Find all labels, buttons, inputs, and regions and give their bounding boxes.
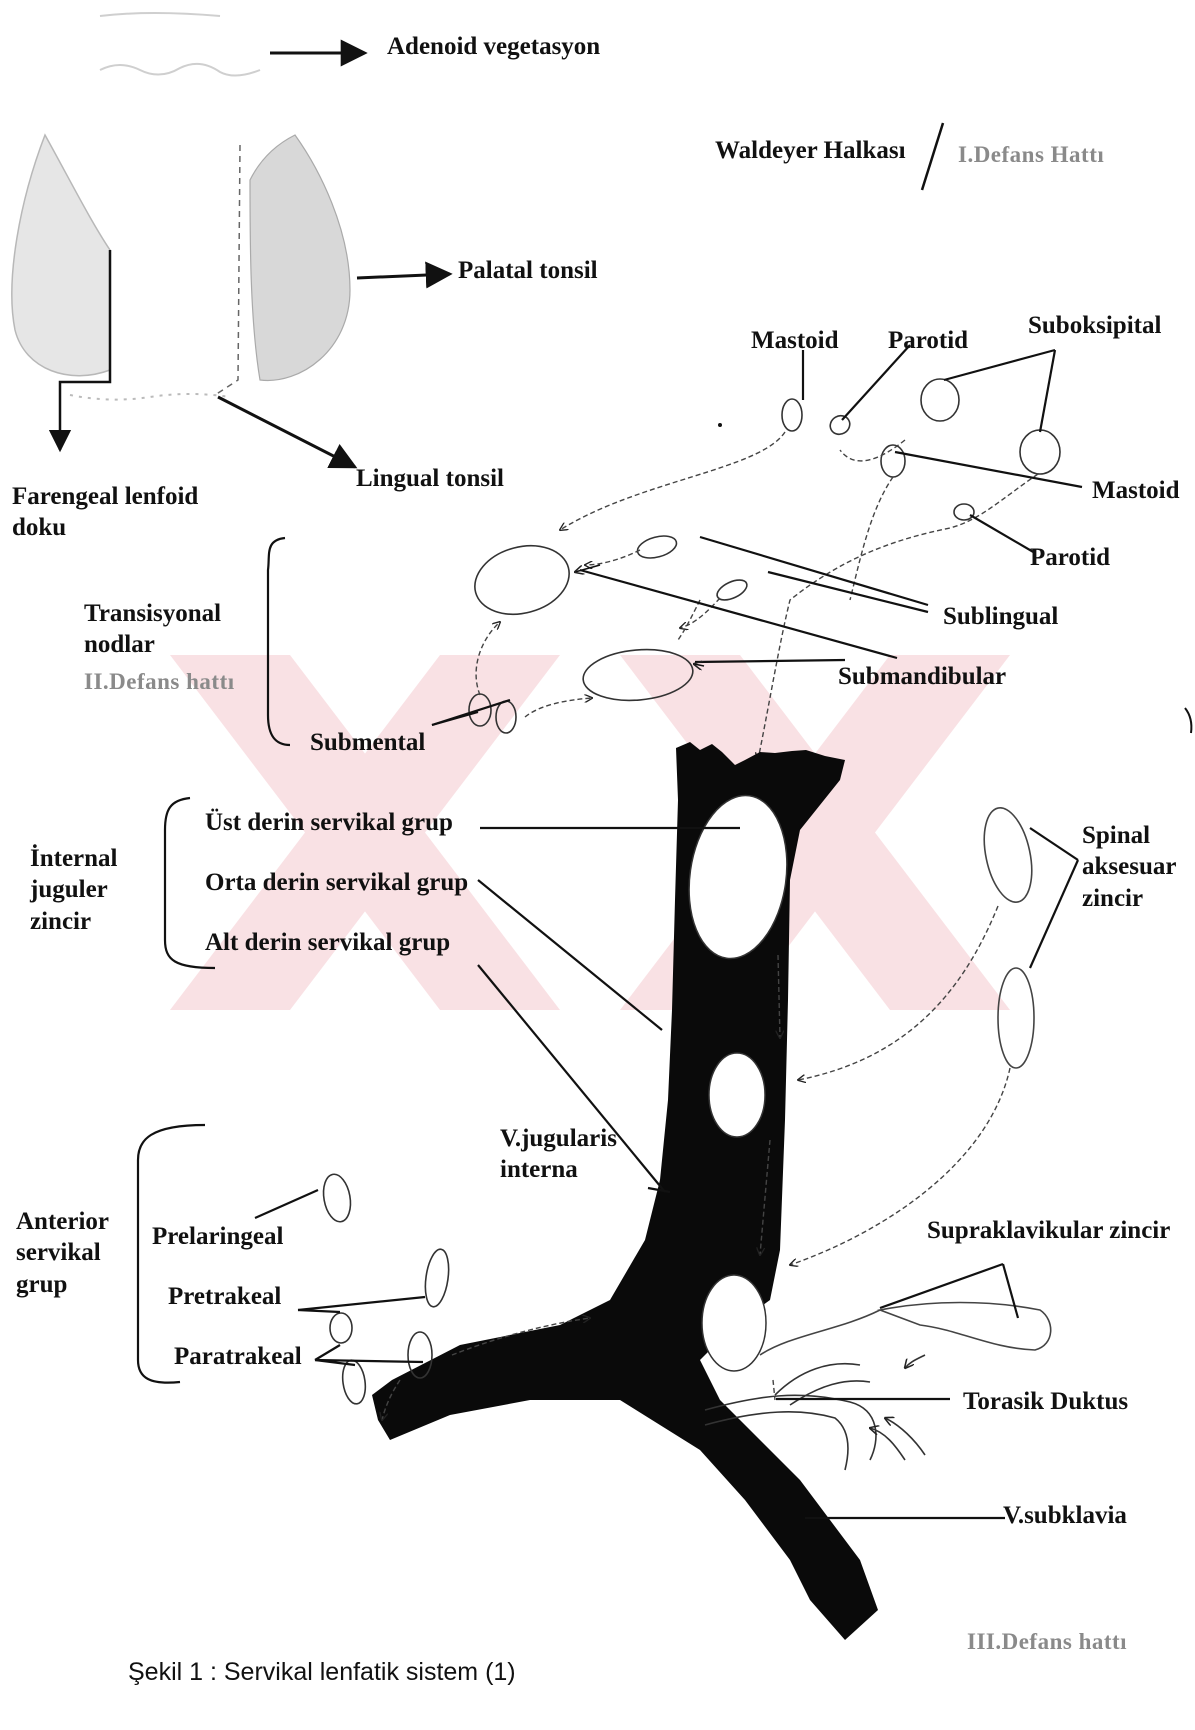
thoracic-duct-label: Torasik Duktus — [963, 1389, 1128, 1414]
parotid-right-label: Parotid — [1030, 545, 1110, 570]
supraclavicular-label: Supraklavikular zincir — [927, 1218, 1170, 1243]
pharynx-outline — [215, 145, 240, 395]
submandibular-label: Submandibular — [838, 664, 1006, 689]
upper-deep-cervical-label: Üst derin servikal grup — [205, 810, 453, 835]
anterior-pointer-lines — [255, 1190, 425, 1365]
third-defense-line: III.Defans hattı — [967, 1630, 1127, 1653]
parotid-top-label: Parotid — [888, 328, 968, 353]
palatal-tonsil-label: Palatal tonsil — [458, 258, 598, 283]
adenoid-label: Adenoid vegetasyon — [387, 34, 600, 59]
internal-jugular-title: İnternal juguler zincir — [30, 843, 118, 937]
edge-mark — [1185, 708, 1191, 733]
adenoid-sketch — [100, 13, 260, 76]
jugular-vein-label: V.jugularis interna — [500, 1123, 617, 1186]
left-tonsil-shape — [12, 135, 110, 376]
waldeyer-divider — [922, 123, 943, 190]
second-defense-line: II.Defans hattı — [84, 670, 235, 693]
transitional-nodes-title: Transisyonal nodlar — [84, 598, 221, 661]
lingual-arrow — [218, 397, 355, 467]
first-defense-line: I.Defans Hattı — [958, 143, 1104, 166]
duct-flow-arrows — [870, 1355, 925, 1460]
spinal-accessory-nodes — [977, 803, 1040, 1068]
sublingual-label: Sublingual — [943, 604, 1058, 629]
palatal-arrow — [357, 274, 450, 278]
pretracheal-label: Pretrakeal — [168, 1284, 281, 1309]
supraclavicular-lines — [880, 1264, 1018, 1318]
suboccipital-label: Suboksipital — [1028, 313, 1161, 338]
waldeyer-title: Waldeyer Halkası — [715, 138, 906, 163]
spinal-accessory-label: Spinal aksesuar zincir — [1082, 820, 1176, 914]
paratracheal-label: Paratrakeal — [174, 1344, 302, 1369]
supraclavicular-nodes — [760, 1303, 1051, 1356]
spinal-accessory-lines — [1030, 828, 1078, 968]
upper-pointer-arrows — [575, 565, 704, 666]
pharyngeal-tissue-label: Farengeal lenfoid doku — [12, 481, 198, 544]
figure-caption: Şekil 1 : Servikal lenfatik sistem (1) — [128, 1658, 516, 1687]
lingual-tonsil-label: Lingual tonsil — [356, 466, 504, 491]
mastoid-right-label: Mastoid — [1092, 478, 1180, 503]
lower-deep-cervical-label: Alt derin servikal grup — [205, 930, 450, 955]
palatal-tonsil-shape — [250, 135, 350, 380]
submental-label: Submental — [310, 730, 425, 755]
tongue-dots — [70, 394, 230, 400]
subclavian-label: V.subklavia — [1003, 1503, 1127, 1528]
anterior-cervical-title: Anterior servikal grup — [16, 1206, 109, 1300]
middle-deep-cervical-label: Orta derin servikal grup — [205, 870, 468, 895]
dot-mark — [718, 423, 722, 427]
prelaryngeal-label: Prelaringeal — [152, 1224, 283, 1249]
mastoid-top-label: Mastoid — [751, 328, 839, 353]
